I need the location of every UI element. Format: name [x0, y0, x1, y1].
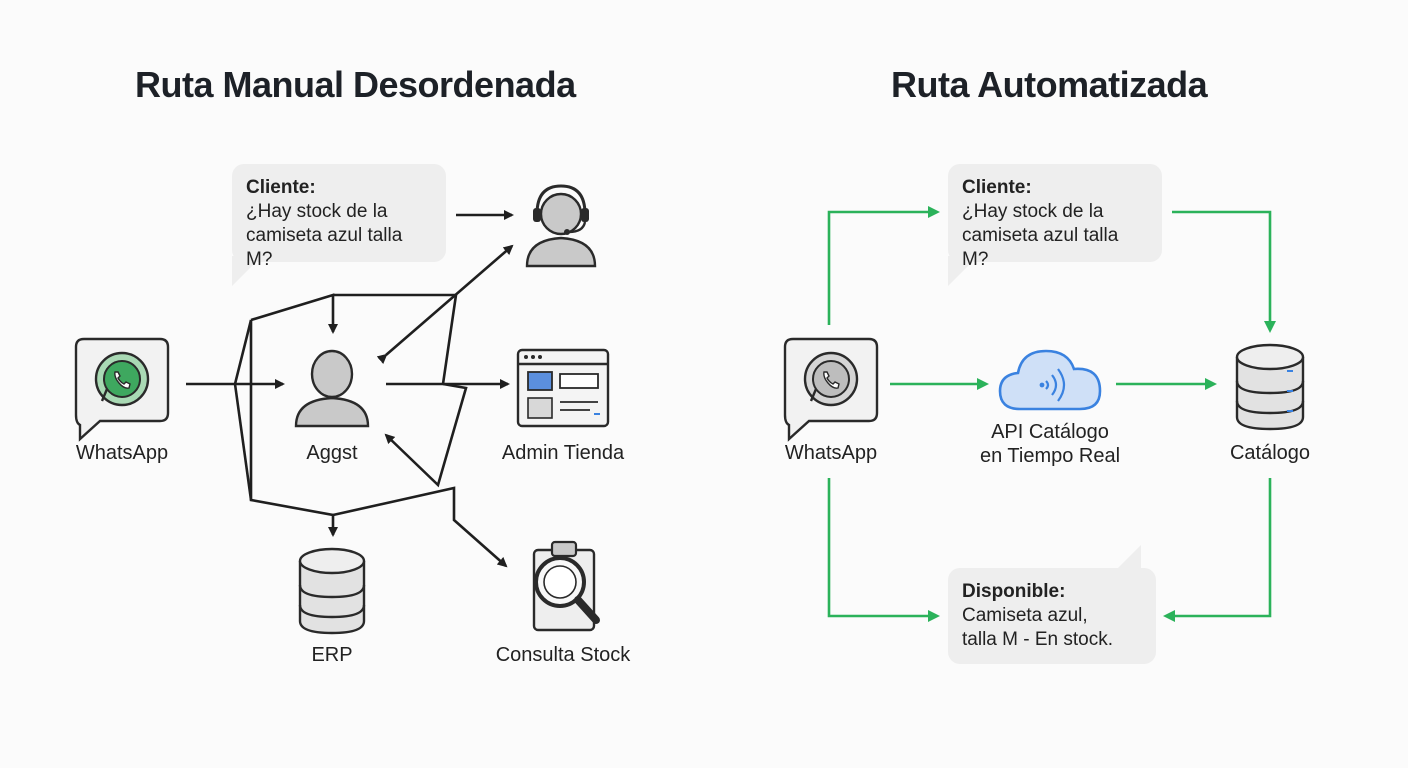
agent-label: Aggst: [306, 442, 358, 464]
bubble-text-line: ¿Hay stock de la: [962, 201, 1104, 222]
arrow-back-to-agent: [384, 382, 468, 488]
availability-answer-bubble: Disponible: Camiseta azul, talla M - En …: [948, 568, 1156, 664]
line-left-upper: [233, 319, 253, 385]
support-agent-icon: [525, 184, 597, 268]
auto-arrows: [827, 206, 1276, 622]
arrow-to-stock: [332, 486, 508, 568]
whatsapp-label: WhatsApp: [75, 442, 169, 464]
browser-window-icon: [516, 348, 610, 428]
bubble-tail: [232, 256, 262, 286]
line-left-edge: [233, 383, 253, 501]
line-top-right: [333, 293, 458, 385]
right-title: Ruta Automatizada: [891, 64, 1208, 105]
whatsapp-label: WhatsApp: [784, 442, 878, 464]
arrow-catalog-to-answer: [1163, 478, 1272, 622]
arrow-whatsapp-to-bubble: [827, 206, 940, 325]
bubble-heading: Cliente:: [962, 177, 1032, 198]
arrow-bubble-to-catalog: [1172, 210, 1276, 333]
clipboard-search-icon: [532, 540, 600, 632]
database-icon: [298, 547, 366, 635]
whatsapp-icon: [783, 337, 879, 442]
bubble-heading: Cliente:: [246, 177, 316, 198]
stock-label: Consulta Stock: [495, 644, 631, 666]
bubble-text-line: Camiseta azul,: [962, 605, 1088, 626]
bubble-tail: [948, 256, 978, 286]
person-icon: [294, 349, 370, 428]
catalog-label: Catálogo: [1229, 442, 1311, 464]
bubble-text-line: camiseta azul talla M?: [962, 225, 1119, 270]
admin-label: Admin Tienda: [501, 442, 625, 464]
customer-query-bubble: Cliente: ¿Hay stock de la camiseta azul …: [232, 164, 446, 270]
arrow-top-to-agent: [250, 293, 338, 334]
bubble-text-line: ¿Hay stock de la: [246, 201, 388, 222]
whatsapp-icon: [74, 337, 170, 442]
manual-arrows: [186, 210, 514, 568]
arrow-to-erp: [249, 320, 338, 537]
erp-label: ERP: [311, 644, 353, 666]
bubble-text-line: camiseta azul talla M?: [246, 225, 403, 270]
bubble-text-line: talla M - En stock.: [962, 629, 1113, 650]
arrow-whatsapp-to-answer: [827, 478, 940, 622]
bubble-tail: [1111, 545, 1141, 575]
customer-query-bubble: Cliente: ¿Hay stock de la camiseta azul …: [948, 164, 1162, 270]
database-icon: [1235, 343, 1305, 431]
arrow-agent-support: [376, 244, 514, 365]
bubble-heading: Disponible:: [962, 581, 1066, 602]
api-label-line1: API Catálogo: [991, 421, 1109, 443]
left-title: Ruta Manual Desordenada: [135, 64, 576, 105]
api-label-line2: en Tiempo Real: [979, 445, 1121, 467]
cloud-api-icon: [998, 349, 1102, 411]
